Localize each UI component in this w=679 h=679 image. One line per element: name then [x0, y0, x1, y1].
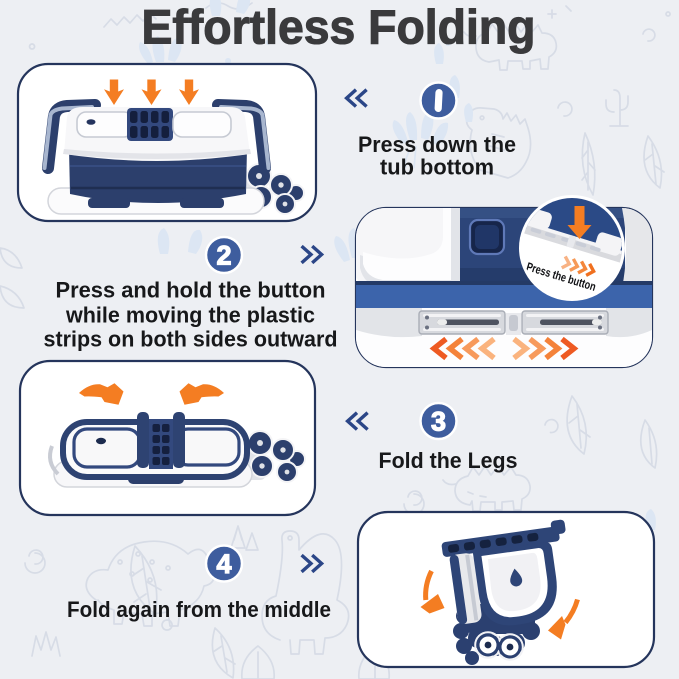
svg-text:Effortless Folding: Effortless Folding — [142, 1, 536, 55]
svg-text:Press and hold the button: Press and hold the button — [56, 278, 326, 303]
svg-text:strips on both sides outward: strips on both sides outward — [44, 327, 338, 352]
svg-text:tub bottom: tub bottom — [380, 155, 494, 180]
svg-text:Fold again from the middle: Fold again from the middle — [67, 597, 331, 622]
svg-text:Fold the Legs: Fold the Legs — [379, 448, 518, 473]
svg-text:4: 4 — [216, 549, 231, 579]
svg-text:Press down the: Press down the — [358, 132, 516, 157]
svg-text:3: 3 — [431, 407, 446, 437]
svg-text:2: 2 — [216, 241, 231, 271]
svg-text:while moving the plastic: while moving the plastic — [65, 303, 315, 328]
